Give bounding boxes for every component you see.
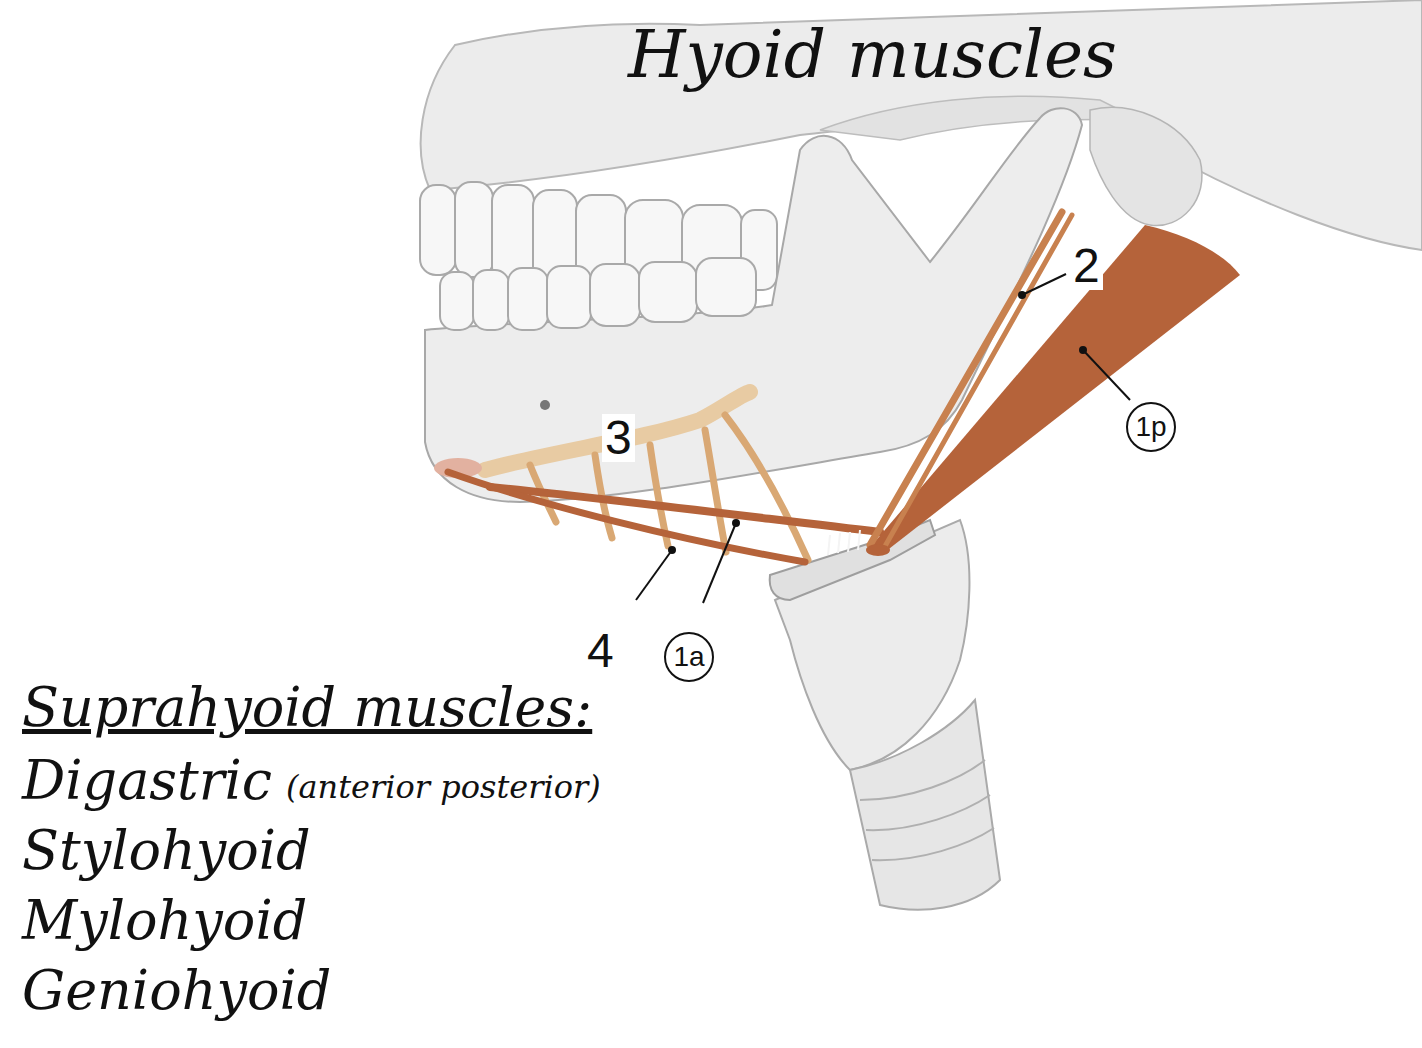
geniohyoid (448, 472, 805, 562)
muscle-name: Digastric (22, 754, 272, 808)
lower-teeth (440, 258, 756, 330)
muscle-name: Geniohyoid (22, 964, 331, 1018)
stylohyoid (870, 212, 1062, 545)
posterior-digastric (872, 225, 1240, 552)
mylohyoid-fibers (530, 415, 808, 560)
callout-number: 2 (1070, 242, 1103, 290)
cricoid-trachea (850, 700, 1000, 910)
list-heading: Suprahyoid muscles: (22, 681, 592, 735)
hyoid-attachment (866, 544, 890, 556)
callout-number: 1p (1126, 402, 1176, 452)
muscle-name: Mylohyoid (22, 894, 307, 948)
callout-number: 3 (602, 414, 635, 462)
leader-lines (636, 274, 1130, 603)
callout-number: 4 (584, 627, 617, 675)
trachea-rings (860, 760, 994, 860)
mental-foramen (540, 400, 550, 410)
anterior-digastric (490, 487, 880, 532)
callout-number: 1a (664, 632, 714, 682)
intermediate-tendon (828, 530, 860, 555)
muscle-note: (anterior posterior) (286, 771, 601, 803)
stylohyoid-strand (884, 215, 1072, 548)
diagram-title: Hyoid muscles (628, 22, 1117, 88)
mastoid-region (1090, 107, 1202, 225)
muscle-name: Stylohyoid (22, 824, 311, 878)
